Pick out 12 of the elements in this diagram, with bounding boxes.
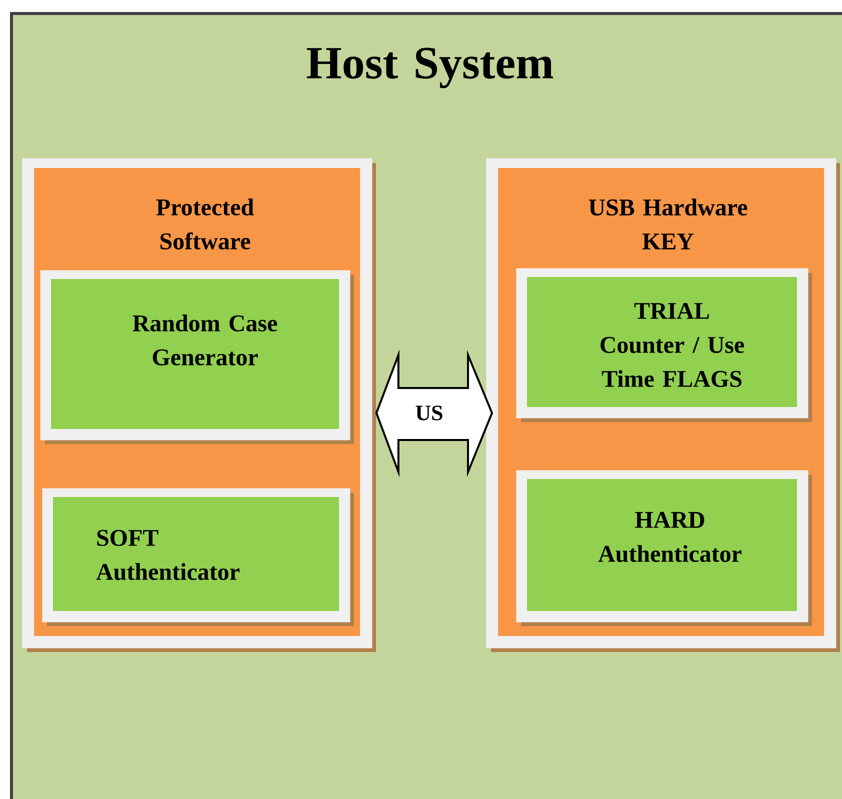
component-box <box>516 268 812 422</box>
component-box <box>40 270 354 444</box>
component-box <box>42 488 354 626</box>
component-label: SOFT Authenticator <box>96 530 240 580</box>
panel-title: Host System <box>306 48 554 88</box>
component-label: TRIAL Counter / Use Time FLAGS <box>600 302 744 388</box>
component-label: HARD Authenticator <box>598 512 742 562</box>
component-box <box>516 470 812 626</box>
edge-label: US <box>416 406 442 420</box>
module-heading: USB Hardware KEY <box>588 198 748 250</box>
module-heading: Protected Software <box>156 198 254 250</box>
component-label: Random Case Generator <box>132 314 278 366</box>
